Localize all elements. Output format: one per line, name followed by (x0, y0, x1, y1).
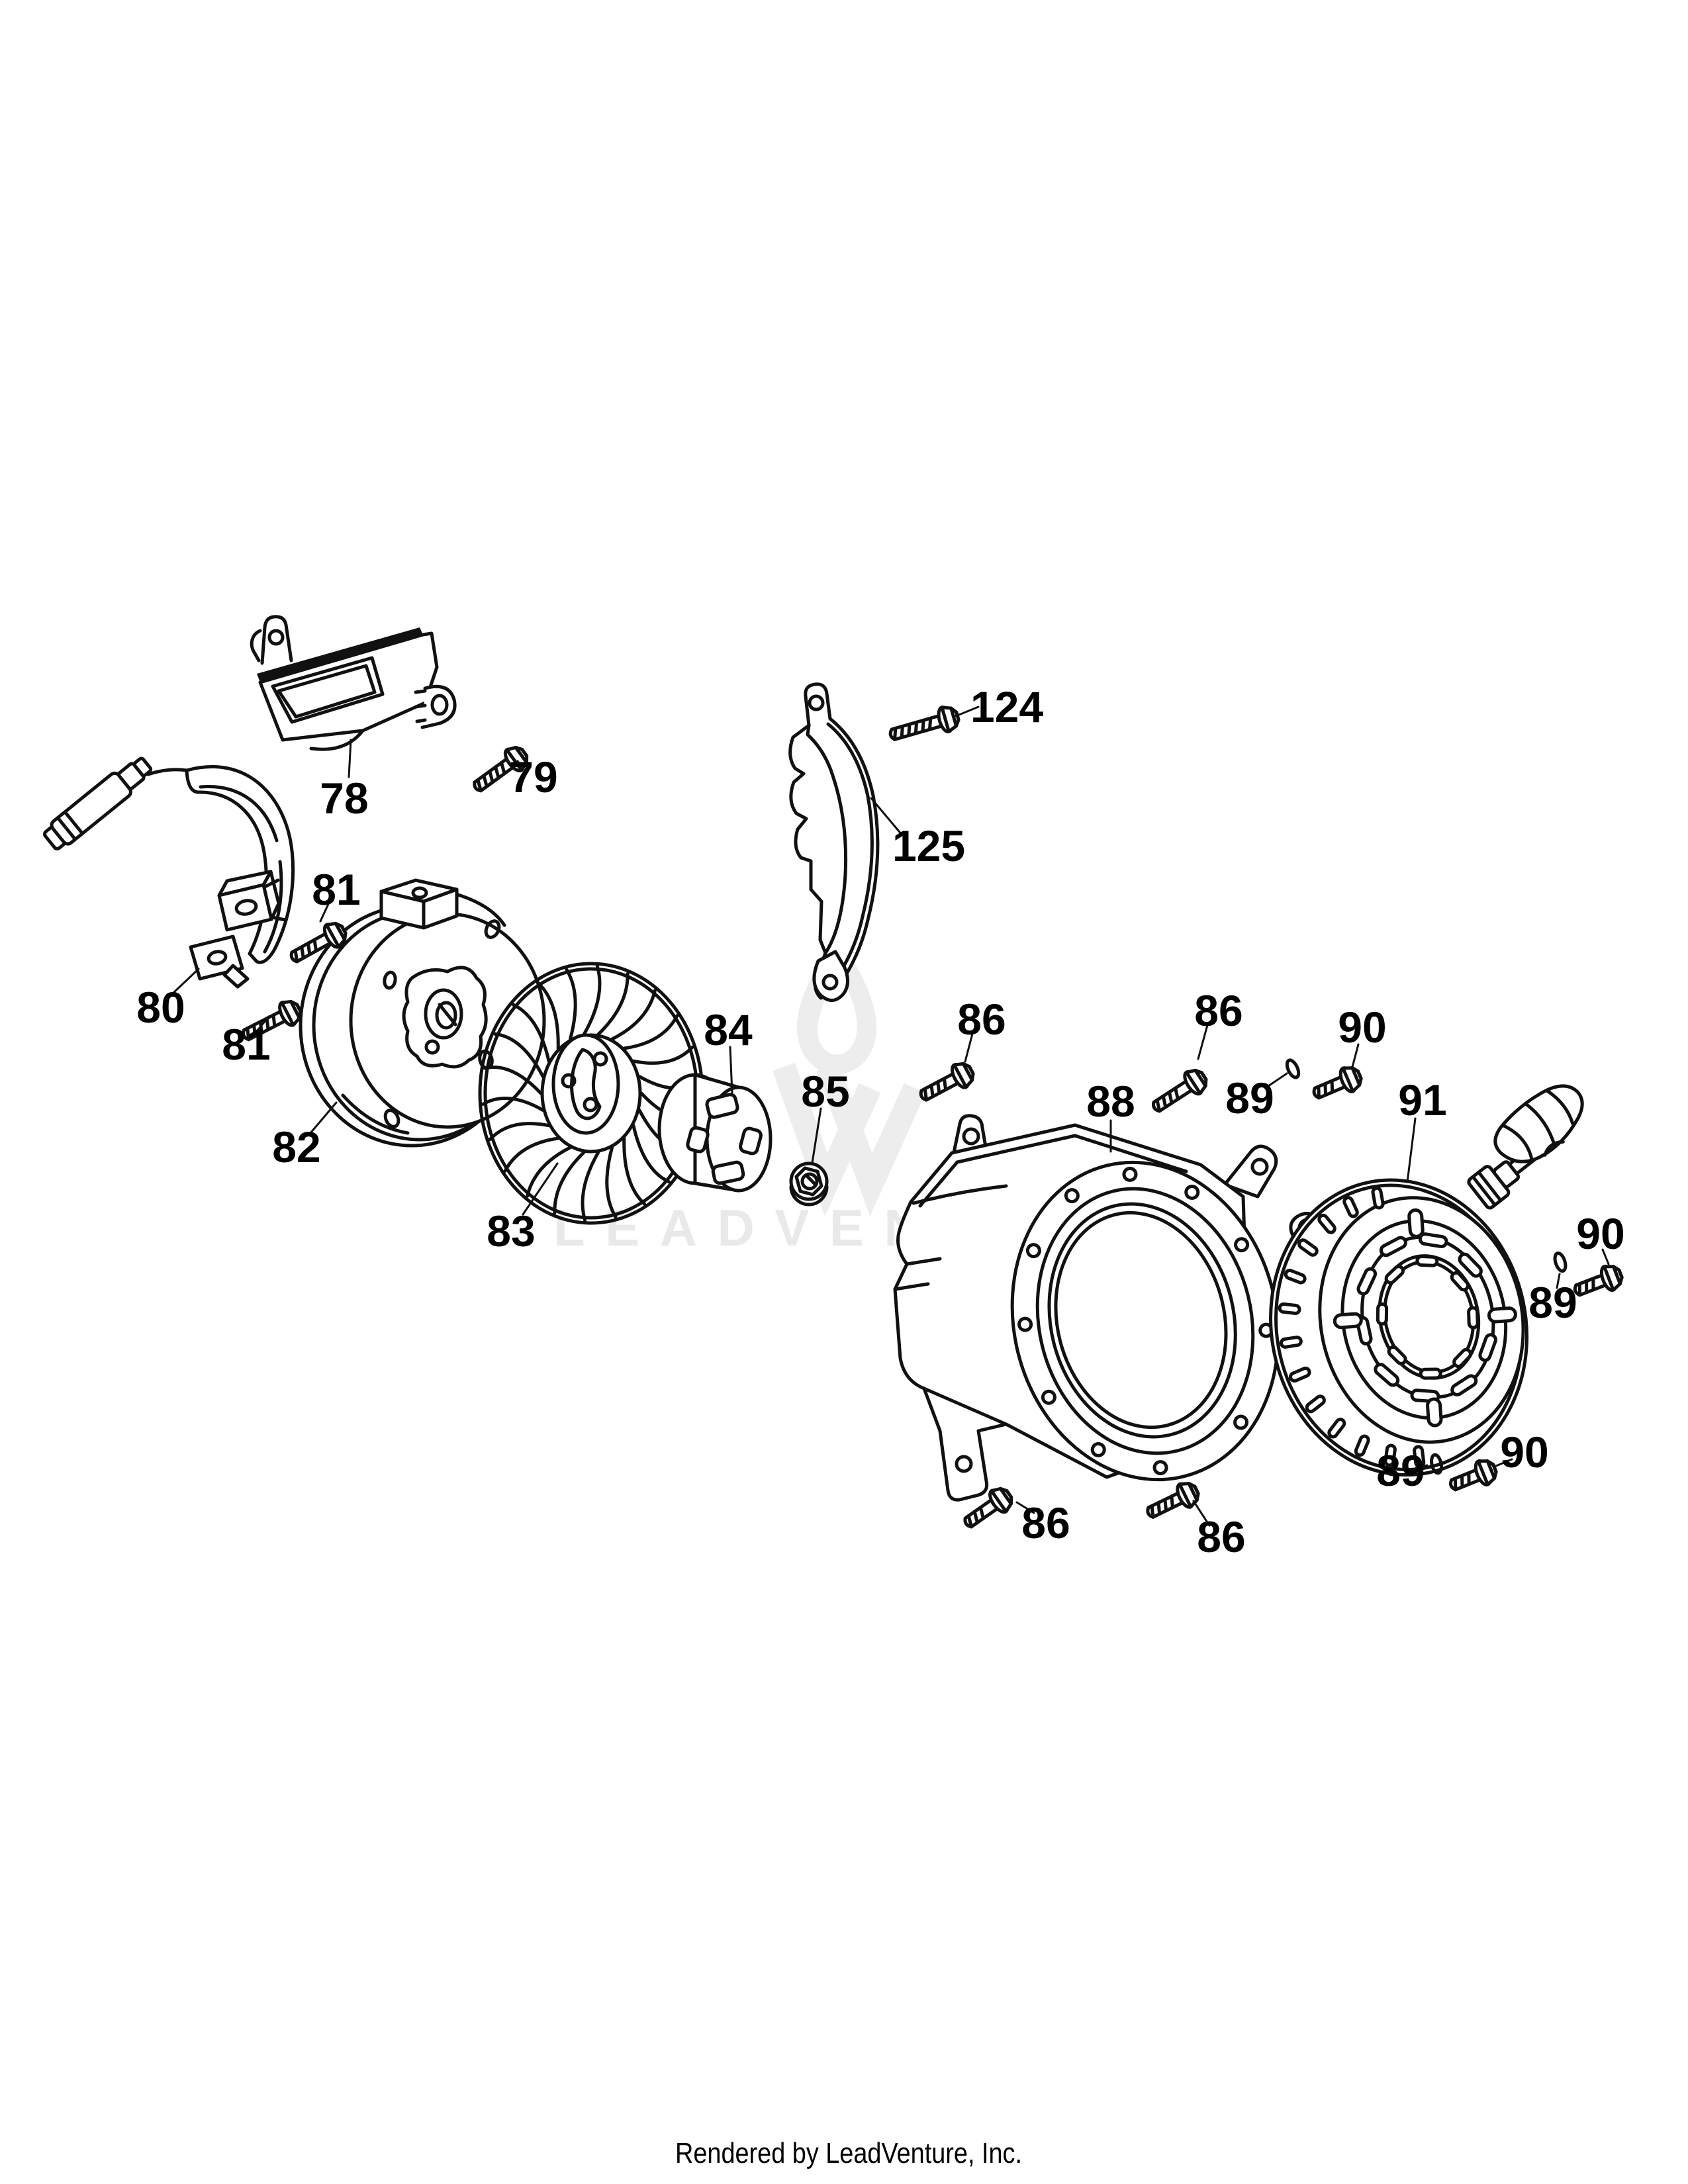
leader-line-80 (172, 968, 200, 994)
part-81-bolt (242, 999, 303, 1042)
part-label-91: 91 (1398, 1075, 1446, 1124)
part-86-bolt (919, 1062, 975, 1102)
part-91-handle (1493, 1084, 1584, 1163)
part-label-86: 86 (1194, 986, 1243, 1035)
part-label-89: 89 (1528, 1278, 1577, 1327)
leader-line-124 (955, 705, 980, 717)
diagram-artwork (43, 615, 1624, 1529)
leader-line-91 (1406, 1117, 1417, 1183)
part-81-bolt (289, 921, 348, 964)
part-label-78: 78 (320, 774, 368, 823)
part-91-recoil-starter (1269, 1084, 1584, 1477)
part-82-flywheel (299, 878, 546, 1148)
leader-line-89 (1415, 1464, 1429, 1469)
part-83-fan-hub (551, 1033, 620, 1135)
part-label-90: 90 (1500, 1428, 1548, 1477)
leader-line-89 (1556, 1273, 1561, 1289)
part-80-ignition-coil (43, 756, 295, 989)
part-88-blower-housing (893, 1114, 1280, 1502)
part-85-flange-nut (789, 1161, 829, 1206)
leader-line-81 (256, 1015, 270, 1032)
part-90-bolt (1449, 1459, 1498, 1492)
part-label-80: 80 (136, 983, 185, 1032)
leader-line-84 (729, 1046, 733, 1095)
part-label-83: 83 (487, 1206, 535, 1255)
part-label-85: 85 (801, 1067, 849, 1116)
leader-line-86 (1015, 1501, 1035, 1514)
leader-line-90 (1601, 1248, 1610, 1265)
part-labels: 78 79 80 81 81 82 83 84 85 86 86 86 86 88 89 89 89 90 90 90… (136, 682, 1624, 1561)
leader-line-90 (1495, 1458, 1513, 1467)
part-label-89: 89 (1225, 1073, 1274, 1122)
part-label-84: 84 (704, 1005, 753, 1054)
part-label-88: 88 (1086, 1077, 1135, 1126)
leader-line-86 (964, 1032, 974, 1063)
watermark-v2-icon (816, 1062, 926, 1216)
part-125-shield (788, 682, 880, 1002)
part-124-bolt (888, 705, 961, 741)
part-label-86: 86 (957, 995, 1006, 1044)
part-90-bolt (1312, 1066, 1363, 1100)
part-89-oring (1430, 1453, 1443, 1475)
leader-line-83 (522, 1162, 559, 1216)
part-86-bolt (1152, 1068, 1208, 1113)
leader-line-79 (516, 760, 524, 769)
leader-line-81 (319, 903, 330, 923)
leader-line-86 (1192, 1500, 1211, 1527)
part-label-90: 90 (1576, 1209, 1624, 1258)
part-label-90: 90 (1338, 1003, 1386, 1052)
part-79-bolt (473, 745, 529, 793)
leader-line-125 (870, 797, 904, 837)
part-label-124: 124 (970, 682, 1043, 731)
part-89-oring (1553, 1251, 1568, 1273)
leader-line-78 (348, 739, 352, 778)
part-label-79: 79 (509, 752, 557, 801)
part-label-81: 81 (312, 865, 360, 914)
part-label-81: 81 (222, 1020, 270, 1069)
part-label-86: 86 (1197, 1512, 1245, 1561)
leader-line-90 (1351, 1043, 1360, 1068)
footer-credit: Rendered by LeadVenture, Inc. (675, 2137, 1022, 2169)
part-label-125: 125 (892, 821, 965, 870)
part-86-bolt (963, 1486, 1013, 1529)
leader-line-89 (1265, 1072, 1288, 1089)
part-label-82: 82 (272, 1122, 320, 1171)
part-label-86: 86 (1021, 1498, 1070, 1547)
part-89-oring (1285, 1058, 1301, 1079)
leader-line-86 (1197, 1024, 1209, 1060)
part-label-89: 89 (1376, 1446, 1425, 1495)
leader-line-82 (309, 1101, 338, 1134)
part-78-baffle-bracket (250, 615, 457, 751)
leader-line-85 (811, 1107, 822, 1164)
part-90-bolt (1573, 1264, 1624, 1297)
part-84-starter-cup (657, 1073, 773, 1193)
